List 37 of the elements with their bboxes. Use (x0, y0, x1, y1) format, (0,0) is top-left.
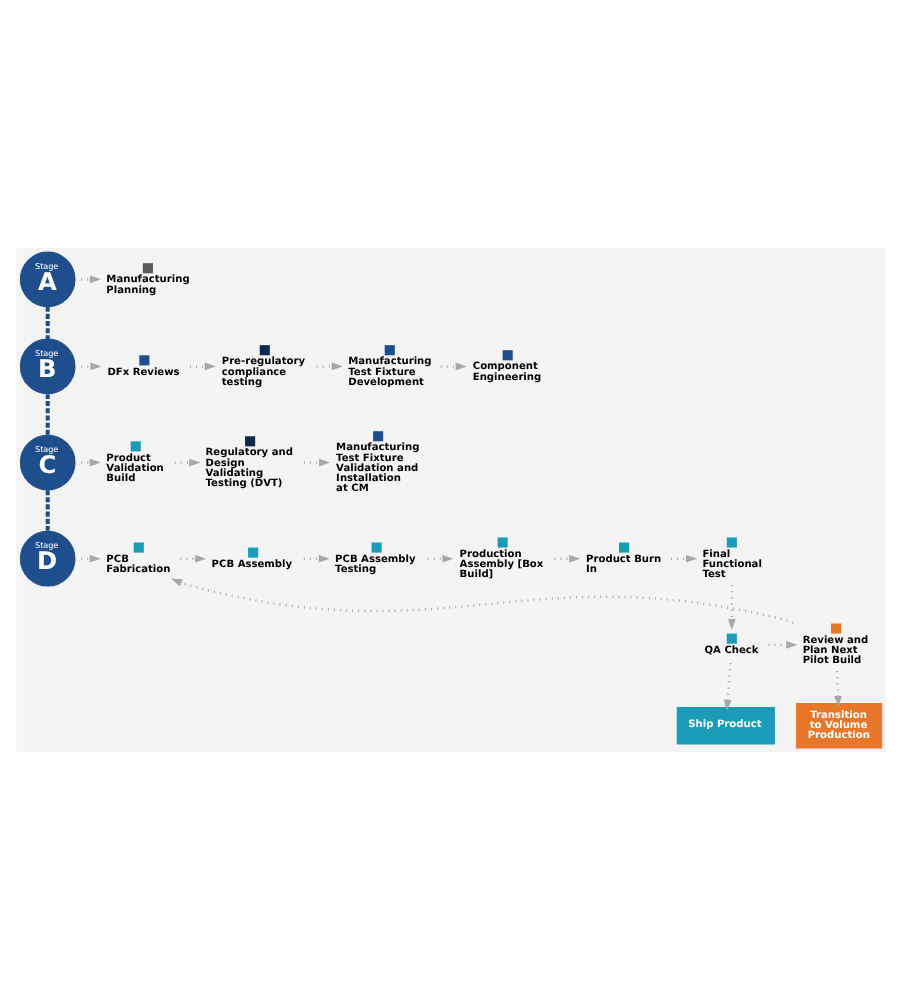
node-box (497, 537, 508, 548)
node-box (245, 436, 256, 447)
node-box (130, 441, 141, 452)
arrow (303, 458, 331, 467)
node-box (502, 350, 513, 361)
arrow (316, 362, 343, 371)
node-box (726, 633, 737, 644)
node-box (726, 537, 737, 548)
node-box (139, 355, 150, 366)
node-box (259, 345, 270, 356)
arrow (75, 275, 102, 284)
arrow (723, 663, 732, 712)
arrow (727, 585, 736, 631)
node-box (373, 431, 384, 442)
arrow (303, 554, 330, 563)
node-box (133, 542, 144, 553)
arrow (670, 554, 698, 563)
connector (45, 490, 50, 532)
arrow (174, 458, 201, 467)
arrow (554, 554, 581, 563)
arrow (834, 671, 842, 708)
arrow (180, 554, 207, 563)
node-box (248, 547, 259, 558)
arrow (75, 554, 101, 563)
connector (45, 306, 50, 339)
node-box (619, 542, 630, 553)
arrow (75, 458, 101, 467)
arrow (189, 362, 216, 371)
node-box (384, 345, 395, 356)
node-box (831, 623, 842, 634)
arrow (427, 554, 454, 563)
node-box (371, 542, 382, 553)
arrow (171, 578, 794, 624)
arrow (440, 362, 467, 371)
node-box (142, 263, 153, 274)
arrow (768, 640, 798, 649)
connector (45, 394, 50, 436)
